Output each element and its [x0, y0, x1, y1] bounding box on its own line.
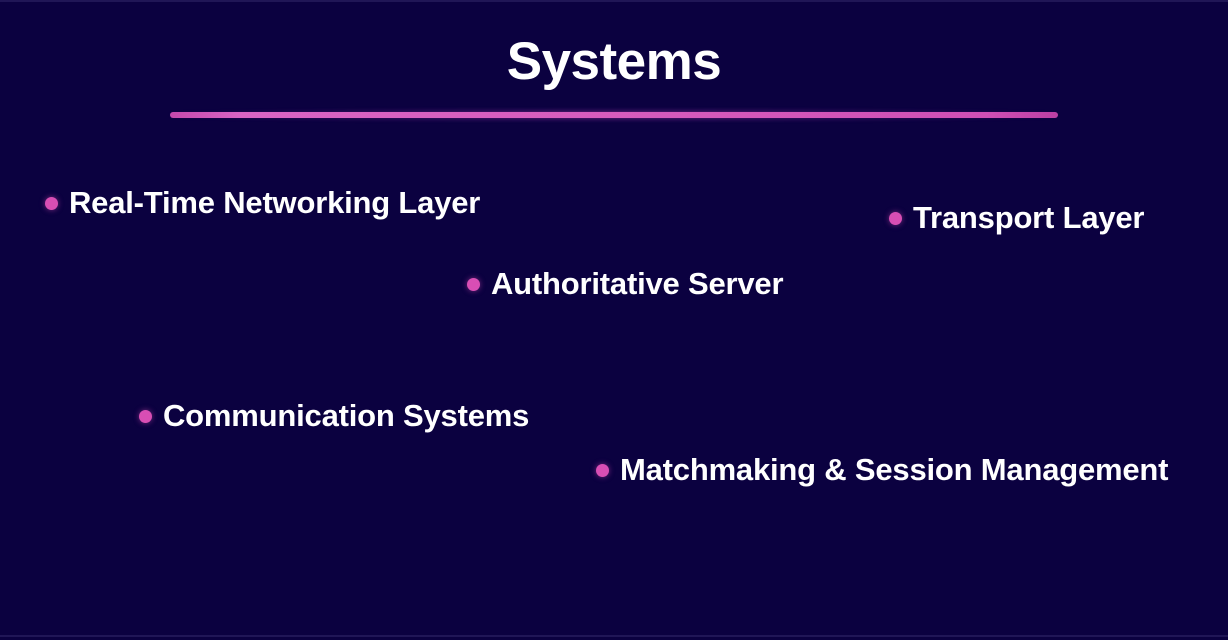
list-item-label: Transport Layer [913, 200, 1145, 235]
title-underline-bar [170, 112, 1058, 118]
title-underline-accent [170, 106, 1058, 124]
bottom-edge-line [0, 635, 1228, 637]
list-item[interactable]: Authoritative Server [467, 266, 784, 301]
list-item-label: Communication Systems [163, 398, 530, 433]
list-item-label: Real-Time Networking Layer [69, 185, 481, 220]
page-title: Systems [506, 32, 722, 91]
bullet-dot-icon [45, 196, 58, 210]
list-item[interactable]: Communication Systems [139, 398, 530, 433]
top-edge-line [0, 0, 1228, 2]
list-item-label: Matchmaking & Session Management [620, 452, 1169, 487]
list-item[interactable]: Transport Layer [889, 200, 1145, 235]
list-item[interactable]: Matchmaking & Session Management [596, 452, 1169, 487]
list-item-label: Authoritative Server [491, 266, 784, 301]
bullet-dot-icon [596, 463, 609, 477]
list-item[interactable]: Real-Time Networking Layer [45, 185, 481, 220]
bullet-dot-icon [467, 277, 480, 291]
bullet-dot-icon [889, 211, 902, 225]
bullet-dot-icon [139, 409, 152, 423]
